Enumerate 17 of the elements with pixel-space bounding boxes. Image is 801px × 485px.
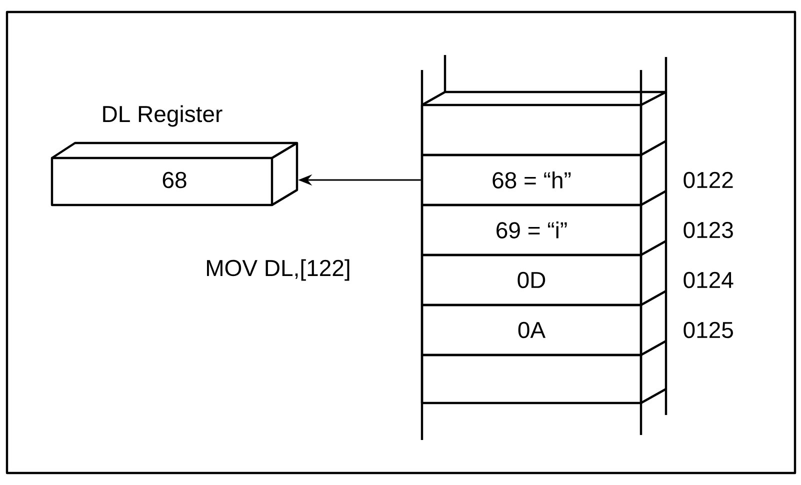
address: 0122: [684, 172, 733, 188]
cell-value: 0D: [518, 272, 546, 288]
cell-value: 69 = “i”: [496, 222, 567, 238]
register-name: DL Register: [103, 105, 222, 127]
address: 0125: [684, 322, 733, 338]
address: 0123: [684, 222, 733, 238]
memory-cell: [420, 204, 642, 256]
cell-value: 0A: [518, 322, 546, 338]
memory-cell: [420, 304, 642, 356]
memory-cell: [420, 354, 642, 404]
memory-cell: [420, 104, 642, 156]
cell-value: 68 = “h”: [492, 172, 571, 188]
instruction-label: MOV DL,[122]: [207, 259, 350, 281]
register-value: 68: [162, 172, 186, 188]
address: 0124: [684, 272, 734, 288]
memory-cell: [420, 154, 642, 206]
memory-cell: [420, 254, 642, 306]
